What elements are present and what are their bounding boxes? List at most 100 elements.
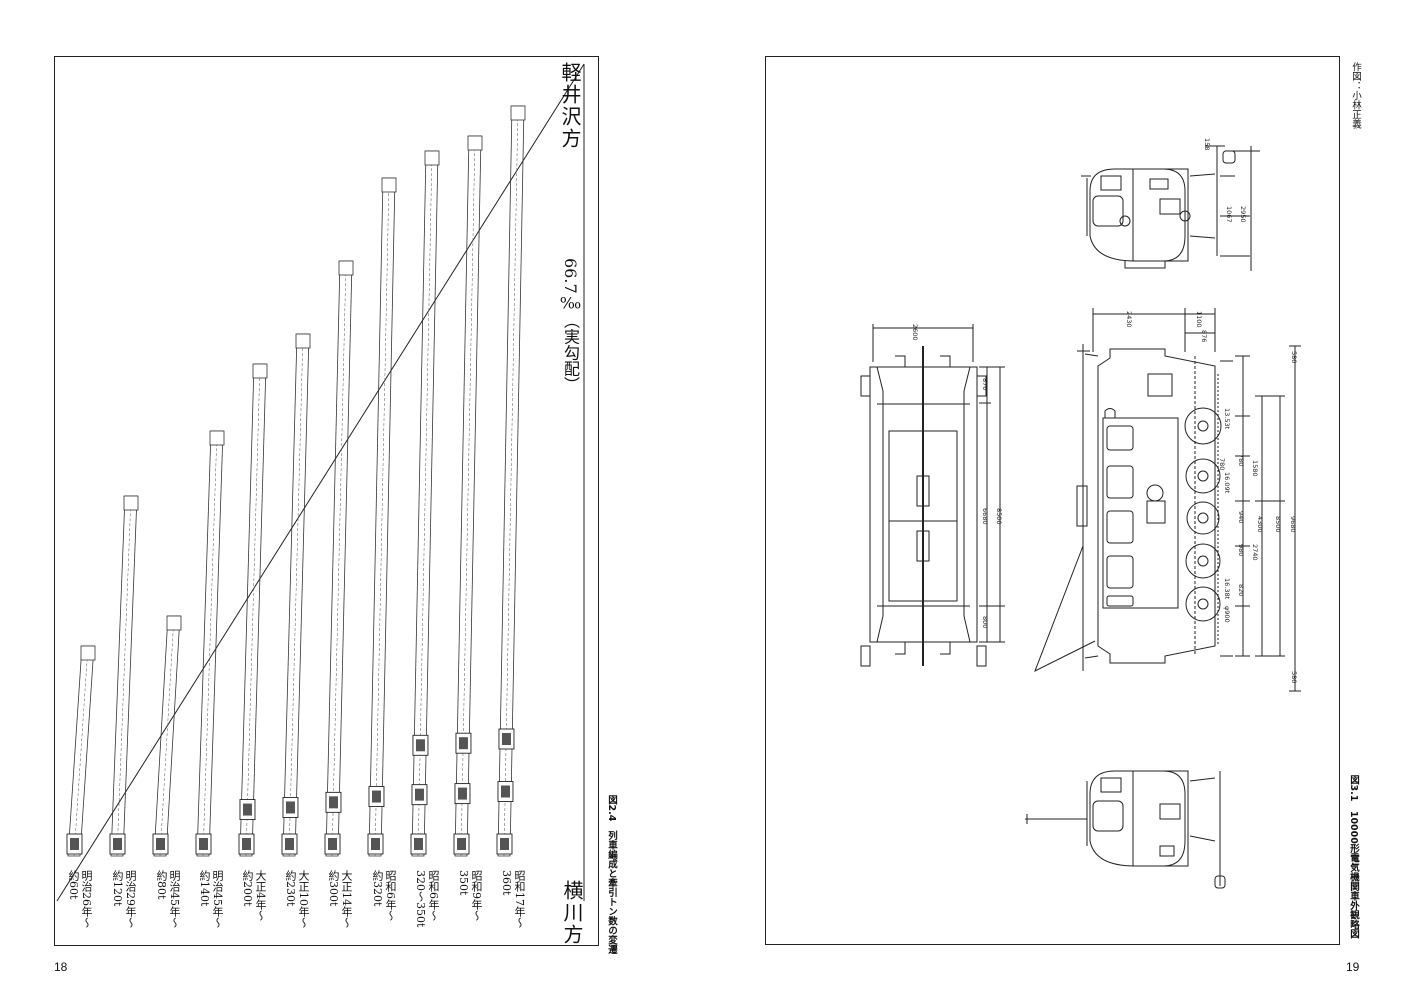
dim-label: 13.53t xyxy=(1223,408,1231,430)
train-label: 昭和6年～320～350t xyxy=(414,870,440,927)
train-car-divider xyxy=(116,495,132,857)
locomotive-window xyxy=(199,838,208,850)
train-tonnage: 約320t xyxy=(371,870,384,907)
train-tonnage: 約120t xyxy=(111,870,124,907)
train-head-car xyxy=(467,135,483,151)
dim-label: 870 xyxy=(981,378,989,390)
dim-label: 2600 xyxy=(911,324,919,341)
train-formation xyxy=(368,177,396,857)
train-head-car xyxy=(338,260,354,276)
train-car-divider xyxy=(288,333,304,857)
left-page-number: 18 xyxy=(54,960,68,974)
train-era: 大正10年～ xyxy=(297,870,310,928)
locomotive-window xyxy=(156,838,165,850)
train-car-divider xyxy=(73,645,89,857)
train-label: 昭和6年～約320t xyxy=(371,870,397,921)
train-label: 大正14年～約300t xyxy=(327,870,353,928)
train-label: 昭和9年～350t xyxy=(457,870,483,921)
train-tonnage: 360t xyxy=(500,870,513,896)
train-label: 明治45年～約140t xyxy=(198,870,224,928)
train-tonnage: 約140t xyxy=(198,870,211,907)
plan-view xyxy=(860,324,1005,667)
dim-label: 8500 xyxy=(995,508,1003,525)
train-label: 大正4年～約200t xyxy=(241,870,267,921)
end-view-top xyxy=(1081,145,1260,271)
train-tonnage: 約230t xyxy=(284,870,297,907)
locomotive-window xyxy=(415,739,425,752)
right-credit: 作図：小林正義 xyxy=(1350,62,1361,129)
locomotive-window xyxy=(500,785,510,798)
train-head-car xyxy=(80,645,96,661)
train-car-divider xyxy=(159,615,175,857)
locomotive-window xyxy=(501,733,511,745)
train-era: 昭和17年～ xyxy=(513,870,526,928)
dim-label: 158 xyxy=(1203,138,1211,150)
right-page-number: 19 xyxy=(1346,960,1360,974)
dim-label: 876 xyxy=(1200,330,1208,342)
locomotive-window xyxy=(70,838,79,850)
locomotive-window xyxy=(113,838,122,850)
dim-label: 980 xyxy=(1237,544,1245,556)
train-tonnage: 350t xyxy=(457,870,470,896)
train-car-divider xyxy=(202,430,218,857)
dim-label: 800 xyxy=(981,616,989,628)
train-head-car xyxy=(166,615,182,631)
dim-label: 8500 xyxy=(1274,516,1282,533)
train-head-car xyxy=(295,333,311,349)
train-formations xyxy=(66,105,526,857)
train-era: 大正14年～ xyxy=(340,870,353,928)
train-label: 大正10年～約230t xyxy=(284,870,310,928)
gradient-label: 66.7‰（実勾配） xyxy=(561,258,580,393)
train-label: 昭和17年～360t xyxy=(500,870,526,928)
dim-label: 9680 xyxy=(1289,516,1297,533)
locomotive-window xyxy=(242,803,252,816)
locomotive-window xyxy=(285,801,295,814)
dim-label: 940 xyxy=(1237,511,1245,523)
direction-top: 軽井沢方 xyxy=(558,62,582,150)
dim-label: 780 xyxy=(1237,454,1245,466)
train-tonnage: 320～350t xyxy=(414,870,427,928)
dim-label: 6680 xyxy=(981,508,989,525)
train-head-car xyxy=(123,495,139,511)
train-era: 明治45年～ xyxy=(211,870,224,928)
locomotive-drawing: 158 1067 2950 2600 870 6680 8500 800 243… xyxy=(860,138,1301,889)
side-view xyxy=(1034,308,1301,692)
dim-label: 1067 xyxy=(1225,206,1233,223)
train-era: 明治29年～ xyxy=(124,870,137,928)
locomotive-window xyxy=(285,838,294,850)
dim-label: 2740 xyxy=(1251,544,1259,561)
right-page-frame xyxy=(765,56,1340,945)
train-era: 昭和6年～ xyxy=(427,870,440,921)
train-head-car xyxy=(424,150,440,166)
locomotive-window xyxy=(458,737,468,750)
left-caption: 図2.4 列車編成と牽引トン数の変遷 xyxy=(606,795,617,955)
dim-label: 780 xyxy=(1218,458,1226,470)
locomotive-window xyxy=(328,838,337,850)
train-car-divider xyxy=(245,363,261,857)
train-head-car xyxy=(510,105,526,121)
dim-label: 820 xyxy=(1237,584,1245,596)
train-label: 明治29年～約120t xyxy=(111,870,137,928)
locomotive-window xyxy=(414,838,423,850)
train-head-car xyxy=(381,177,397,193)
train-car-divider xyxy=(374,177,390,857)
gradient-line xyxy=(56,63,585,902)
train-tonnage: 約300t xyxy=(327,870,340,907)
train-label: 明治26年～約60t xyxy=(67,870,93,928)
train-tonnage: 約200t xyxy=(241,870,254,907)
dim-label: 580 xyxy=(1290,351,1298,363)
dim-label: 1580 xyxy=(1251,460,1259,477)
locomotive-window xyxy=(457,787,467,800)
dim-label: φ900 xyxy=(1223,606,1231,623)
locomotive-window xyxy=(371,838,380,850)
train-car-divider xyxy=(331,260,347,857)
locomotive-window xyxy=(371,790,381,803)
dim-label: 4300 xyxy=(1256,516,1264,533)
train-era: 明治45年～ xyxy=(168,870,181,928)
dim-label: 1100 xyxy=(1195,311,1203,328)
train-head-car xyxy=(209,430,225,446)
locomotive-window xyxy=(242,838,251,850)
train-era: 昭和6年～ xyxy=(384,870,397,921)
locomotive-window xyxy=(328,796,338,809)
train-diagram xyxy=(56,63,585,902)
